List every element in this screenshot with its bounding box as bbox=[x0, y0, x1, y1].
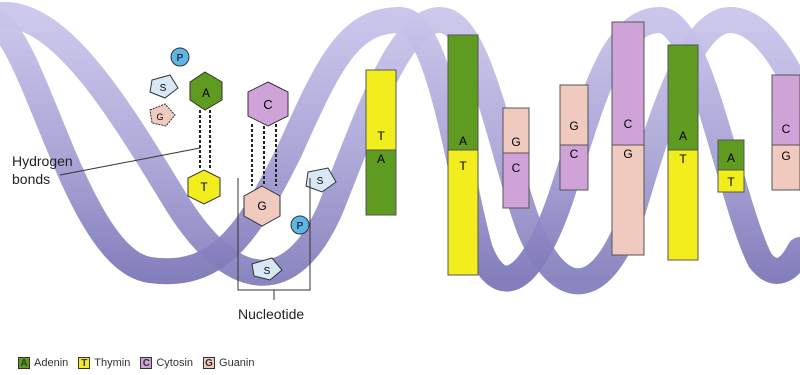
legend-item-cytosine: C Cytosin bbox=[140, 357, 193, 369]
sugar-label: S bbox=[160, 83, 167, 94]
base-c-label: C bbox=[624, 117, 633, 131]
legend-item-guanine: G Guanin bbox=[203, 357, 254, 369]
base-g-label: G bbox=[781, 149, 790, 163]
base-g-label: G bbox=[511, 135, 520, 149]
phosphate-label: P bbox=[177, 53, 184, 64]
base-c-label: C bbox=[263, 97, 272, 112]
base-t-label: T bbox=[727, 175, 735, 189]
legend: A Adenin T Thymin C Cytosin G Guanin bbox=[18, 357, 255, 369]
legend-item-adenine: A Adenin bbox=[18, 357, 68, 369]
base-t-label: T bbox=[679, 152, 687, 166]
base-c-label: C bbox=[512, 161, 521, 175]
sugar-label: S bbox=[317, 176, 324, 187]
base-g-label: G bbox=[569, 119, 578, 133]
base-t-label: T bbox=[459, 159, 467, 173]
base-a-label: A bbox=[727, 151, 735, 165]
base-a-label: A bbox=[679, 129, 687, 143]
phosphate-label: P bbox=[297, 221, 304, 232]
base-a-label: A bbox=[202, 86, 210, 100]
legend-item-thymine: T Thymin bbox=[78, 357, 130, 369]
base-c-label: C bbox=[570, 147, 579, 161]
base-g-label: G bbox=[257, 199, 266, 213]
nucleotide-label: Nucleotide bbox=[238, 306, 304, 322]
base-t-label: T bbox=[377, 129, 385, 143]
base-pair-at bbox=[448, 35, 478, 150]
hydrogen-bonds-label: Hydrogen bonds bbox=[12, 152, 73, 188]
base-t-label: T bbox=[200, 180, 208, 194]
base-a-label: A bbox=[459, 134, 467, 148]
base-g-label: G bbox=[623, 147, 632, 161]
base-pair-gc bbox=[560, 85, 588, 145]
base-c-label: C bbox=[782, 122, 791, 136]
sugar-label: S bbox=[264, 266, 271, 277]
base-g-label: G bbox=[156, 112, 163, 122]
base-a-label: A bbox=[377, 152, 385, 166]
